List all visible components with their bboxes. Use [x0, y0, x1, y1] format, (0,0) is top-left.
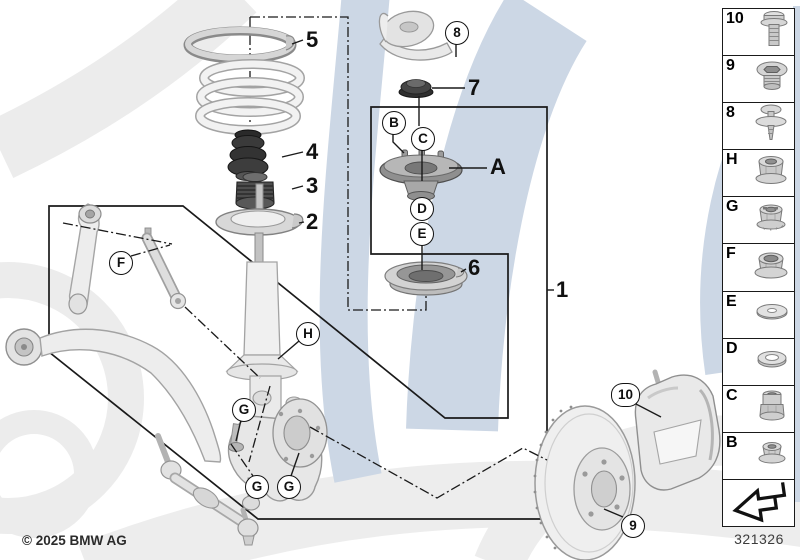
f-leader-left	[62, 222, 173, 245]
callout-G3-circled[interactable]: G	[277, 475, 301, 499]
dust-boot	[235, 172, 275, 210]
brake-caliper	[634, 369, 721, 491]
conical-washer-icon	[747, 338, 793, 385]
legend-item-9[interactable]: 9	[723, 56, 794, 104]
fastener-legend-sidebar: 10 9 8	[722, 8, 795, 527]
collar-nut-icon	[747, 244, 793, 291]
knuckle-to-joint-line	[248, 385, 271, 463]
dashdot-leaders	[62, 222, 548, 499]
legend-label: 10	[726, 10, 744, 27]
callout-7[interactable]: 7	[468, 75, 480, 100]
expanding-rivet-icon	[747, 103, 793, 150]
callout-9-circled[interactable]: 9	[621, 514, 645, 538]
legend-label: H	[726, 151, 738, 169]
kit-outline	[48, 106, 548, 520]
control-arm-lower	[5, 328, 222, 480]
copyright-notice: © 2025 BMW AG	[22, 533, 127, 548]
legend-item-B[interactable]: B	[723, 432, 794, 480]
callout-C-circled[interactable]: C	[411, 127, 435, 151]
legend-item-back[interactable]	[723, 478, 794, 527]
legend-label: G	[726, 198, 739, 216]
wheel-hub	[272, 398, 328, 468]
callout-F-circled[interactable]: F	[109, 251, 133, 275]
callout-2[interactable]: 2	[306, 209, 318, 234]
g2-leader	[230, 443, 254, 477]
small-flange-nut-icon	[747, 432, 793, 479]
callout-H-circled[interactable]: H	[296, 322, 320, 346]
callout-1[interactable]: 1	[556, 277, 568, 302]
legend-label: 9	[726, 57, 735, 75]
legend-label: 8	[726, 104, 735, 122]
callout-10-circled[interactable]: 10	[611, 383, 640, 407]
tie-rod	[169, 472, 259, 546]
f-leader-right	[130, 244, 171, 257]
spring-pad-lower	[384, 261, 468, 296]
cap-part7	[398, 79, 434, 98]
legend-item-E[interactable]: E	[723, 291, 794, 339]
link-arm	[141, 227, 187, 310]
reinforcement-bracket	[378, 10, 453, 61]
legend-item-C[interactable]: C	[723, 385, 794, 433]
guide-joint	[155, 433, 182, 480]
hex-lock-nut-icon	[747, 197, 793, 244]
arm-to-knuckle-line	[184, 306, 261, 379]
control-arm-upper	[68, 203, 102, 315]
callout-D-circled[interactable]: D	[410, 197, 434, 221]
legend-label: B	[726, 433, 738, 451]
callout-B-circled[interactable]: B	[382, 111, 406, 135]
lock-nut-icon	[747, 385, 793, 432]
callout-G2-circled[interactable]: G	[245, 475, 269, 499]
callout-4[interactable]: 4	[306, 139, 318, 164]
diagram-number: 321326	[734, 531, 784, 547]
callout-6[interactable]: 6	[468, 255, 480, 280]
vent-holes	[533, 405, 573, 550]
spring-seat	[215, 183, 304, 236]
callout-E-circled[interactable]: E	[410, 222, 434, 246]
legend-label: D	[726, 339, 738, 357]
legend-item-G[interactable]: G	[723, 197, 794, 245]
legend-item-F[interactable]: F	[723, 244, 794, 292]
wheel-axis-line	[309, 426, 548, 499]
callout-8-circled[interactable]: 8	[445, 21, 469, 45]
callout-5[interactable]: 5	[306, 27, 318, 52]
legend-item-H[interactable]: H	[723, 150, 794, 198]
solid-leaders	[235, 39, 662, 518]
callout-G1-circled[interactable]: G	[232, 398, 256, 422]
strut	[225, 232, 299, 423]
legend-item-8[interactable]: 8	[723, 103, 794, 151]
assembly-axis-line	[250, 16, 427, 311]
flat-washer-icon	[747, 291, 793, 338]
flange-nut-tall-icon	[747, 150, 793, 197]
legend-label: F	[726, 245, 736, 263]
brake-disc	[533, 405, 636, 560]
flange-bolt-icon	[747, 9, 793, 56]
legend-item-10[interactable]: 10	[723, 9, 794, 57]
legend-item-D[interactable]: D	[723, 338, 794, 386]
legend-label: C	[726, 386, 738, 404]
legend-label: E	[726, 292, 737, 310]
callout-3[interactable]: 3	[306, 173, 318, 198]
strut-mount	[379, 145, 463, 201]
screw-plug-icon	[747, 56, 793, 103]
callout-A[interactable]: A	[490, 154, 506, 179]
return-arrow-icon	[728, 478, 790, 527]
